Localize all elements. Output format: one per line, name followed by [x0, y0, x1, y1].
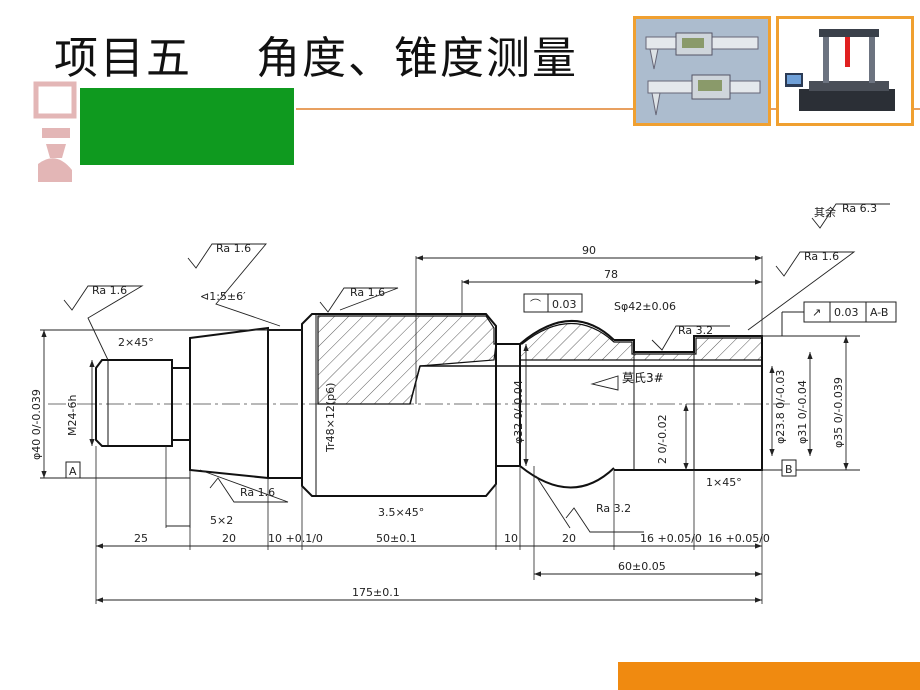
svg-text:Ra 1.6: Ra 1.6 [804, 250, 839, 263]
svg-text:3.5×45°: 3.5×45° [378, 506, 424, 519]
svg-text:A: A [69, 465, 77, 478]
roughness-general-label: 其余 [814, 205, 836, 219]
svg-text:Ra 1.6: Ra 1.6 [240, 486, 275, 499]
svg-text:16 +0.05/0: 16 +0.05/0 [708, 532, 770, 545]
svg-text:B: B [785, 463, 793, 476]
svg-text:Tr48×12(p6): Tr48×12(p6) [324, 383, 337, 453]
svg-text:φ31 0/-0.04: φ31 0/-0.04 [796, 380, 809, 444]
svg-text:Ra 1.6: Ra 1.6 [350, 286, 385, 299]
tolerance-symbol: ↗ [812, 306, 821, 319]
slide-title: 项目五 角度、锥度测量 [54, 33, 578, 84]
svg-text:A-B: A-B [870, 306, 888, 319]
section-hatching [317, 315, 763, 405]
profile-tolerance-symbol: ⌒ [530, 298, 541, 311]
svg-text:φ32 0/-0.04: φ32 0/-0.04 [512, 380, 525, 444]
svg-text:78: 78 [604, 268, 618, 281]
green-highlight-box [80, 88, 294, 165]
footer-accent-bar [618, 662, 920, 690]
svg-text:Ra 1.6: Ra 1.6 [92, 284, 127, 297]
roughness-ra63: Ra 6.3 [842, 202, 877, 215]
svg-text:175±0.1: 175±0.1 [352, 586, 400, 599]
roughness-symbols [63, 203, 890, 533]
svg-text:φ35 0/-0.039: φ35 0/-0.039 [832, 377, 845, 448]
svg-text:1×45°: 1×45° [706, 476, 742, 489]
svg-text:Ra 3.2: Ra 3.2 [596, 502, 631, 515]
svg-text:Ra 1.6: Ra 1.6 [216, 242, 251, 255]
svg-text:2 0/-0.02: 2 0/-0.02 [656, 414, 669, 464]
svg-text:φ40 0/-0.039: φ40 0/-0.039 [30, 389, 43, 460]
svg-text:莫氏3#: 莫氏3# [622, 371, 664, 385]
svg-text:10: 10 [504, 532, 518, 545]
svg-text:0.03: 0.03 [834, 306, 859, 319]
svg-text:5×2: 5×2 [210, 514, 233, 527]
university-seal-watermark [32, 78, 78, 188]
svg-text:2×45°: 2×45° [118, 336, 154, 349]
svg-text:90: 90 [582, 244, 596, 257]
svg-text:10 +0.1/0: 10 +0.1/0 [268, 532, 323, 545]
svg-text:20: 20 [222, 532, 236, 545]
svg-text:60±0.05: 60±0.05 [618, 560, 666, 573]
cmm-machine-photo [776, 16, 914, 126]
svg-text:25: 25 [134, 532, 148, 545]
svg-text:φ23.8 0/-0.03: φ23.8 0/-0.03 [774, 370, 787, 444]
header-divider [296, 108, 920, 110]
svg-text:Ra 3.2: Ra 3.2 [678, 324, 713, 337]
svg-text:20: 20 [562, 532, 576, 545]
caliper-photo [633, 16, 771, 126]
svg-text:0.03: 0.03 [552, 298, 577, 311]
svg-text:50±0.1: 50±0.1 [376, 532, 417, 545]
svg-text:M24-6h: M24-6h [66, 395, 79, 436]
svg-text:16 +0.05/0: 16 +0.05/0 [640, 532, 702, 545]
svg-text:⊲1:5±6′: ⊲1:5±6′ [200, 290, 246, 303]
svg-text:Sφ42±0.06: Sφ42±0.06 [614, 300, 676, 313]
